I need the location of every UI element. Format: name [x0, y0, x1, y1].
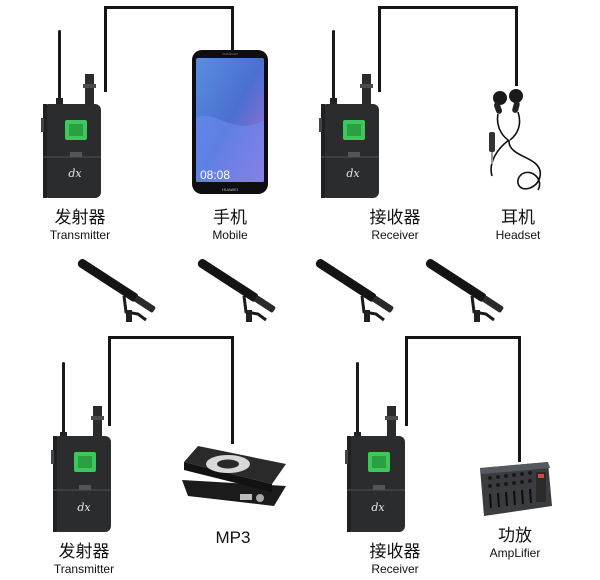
shotgun-microphone	[66, 252, 166, 332]
caption-transmitter-bottom: 发射器 Transmitter	[34, 542, 134, 577]
svg-text:dx: dx	[77, 501, 91, 514]
label-en: Transmitter	[53, 562, 115, 576]
phone-brand: HUAWEI	[222, 187, 238, 192]
dx-logo-icon: dx	[371, 501, 385, 514]
label-en: AmpLifier	[489, 546, 541, 560]
receiver-bottom-right: dx	[344, 362, 410, 534]
label-zh: 发射器	[58, 542, 110, 562]
transmitter-top-left: dx	[40, 30, 106, 200]
wire-top-left-h	[104, 6, 234, 9]
mobile-phone: 08:08 HUAWEI	[190, 48, 270, 196]
caption-amplifier: 功放 AmpLifier	[465, 526, 565, 561]
caption-receiver-bottom: 接收器 Receiver	[345, 542, 445, 577]
caption-receiver-top: 接收器 Receiver	[345, 208, 445, 243]
svg-text:dx: dx	[68, 167, 82, 180]
caption-mp3: MP3	[215, 528, 251, 547]
dx-logo-icon: dx	[77, 501, 91, 514]
mp3-player	[178, 440, 290, 512]
caption-headset: 耳机 Headset	[468, 208, 568, 243]
label-en: Mobile	[212, 228, 248, 242]
svg-text:dx: dx	[346, 167, 360, 180]
label-zh: 耳机	[501, 208, 535, 228]
dx-logo-icon: dx	[68, 167, 82, 180]
wire-bottom-right-h	[405, 336, 521, 339]
shotgun-microphone	[304, 252, 404, 332]
shotgun-microphone	[414, 252, 514, 332]
label-zh: 手机	[213, 208, 247, 228]
headset-earphones	[478, 84, 558, 196]
wire-top-left-v1	[104, 6, 107, 92]
transmitter-bottom-left: dx	[50, 362, 116, 534]
svg-text:dx: dx	[371, 501, 385, 514]
caption-mobile: 手机 Mobile	[180, 208, 280, 243]
label-zh: 接收器	[369, 542, 421, 562]
label-en: Receiver	[371, 228, 419, 242]
wire-bottom-right-v1	[405, 336, 408, 426]
dx-logo-icon: dx	[346, 167, 360, 180]
label-zh: 发射器	[54, 208, 106, 228]
wire-top-right-v1	[378, 6, 381, 92]
receiver-top-right: dx	[318, 30, 384, 200]
caption-transmitter-top: 发射器 Transmitter	[30, 208, 130, 243]
wire-bottom-right-v2	[518, 336, 521, 462]
wire-bottom-left-h	[108, 336, 234, 339]
wire-top-right-v2	[515, 6, 518, 86]
wire-top-left-v2	[231, 6, 234, 54]
phone-clock: 08:08	[200, 168, 231, 182]
wire-bottom-left-v2	[231, 336, 234, 444]
label-en: Transmitter	[49, 228, 111, 242]
label-en: Receiver	[371, 562, 419, 576]
label-en: Headset	[495, 228, 541, 242]
shotgun-microphone	[186, 252, 286, 332]
label-zh: 接收器	[369, 208, 421, 228]
wire-bottom-left-v1	[108, 336, 111, 426]
label-zh: 功放	[498, 526, 532, 546]
wire-top-right-h	[378, 6, 518, 9]
amplifier-mixer	[476, 458, 554, 520]
